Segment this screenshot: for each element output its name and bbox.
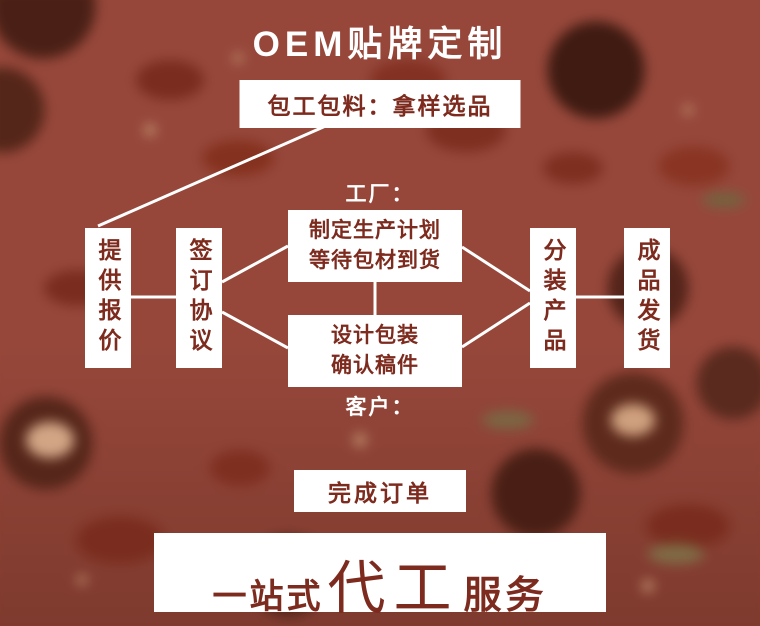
step-line: 等待包材到货 [309,249,441,272]
step-provide-quote: 提供报价 [85,228,131,368]
customer-label: 客户： [345,396,415,419]
footer-text-service: 服务 [463,575,548,617]
footer-banner: 一站式 代工 服务 [154,533,606,621]
page-title: OEM贴牌定制 [252,25,508,64]
step-line: 设计包装 [331,323,419,347]
step-ship-goods: 成品发货 [624,228,670,368]
step-line: 制定生产计划 [309,218,441,242]
footer-text-one-stop: 一站式 [212,578,324,616]
complete-order-box: 完成订单 [294,470,466,512]
step-sign-agreement: 签订协议 [176,228,222,368]
factory-label: 工厂： [345,183,415,206]
step-production-plan: 制定生产计划 等待包材到货 [288,210,462,282]
subtitle-box: 包工包料：拿样选品 [239,80,521,128]
step-line: 确认稿件 [331,354,419,377]
step-design-packaging: 设计包装 确认稿件 [288,315,462,387]
footer-text-oem: 代工 [327,556,460,621]
step-pack-product: 分装产品 [530,228,576,368]
